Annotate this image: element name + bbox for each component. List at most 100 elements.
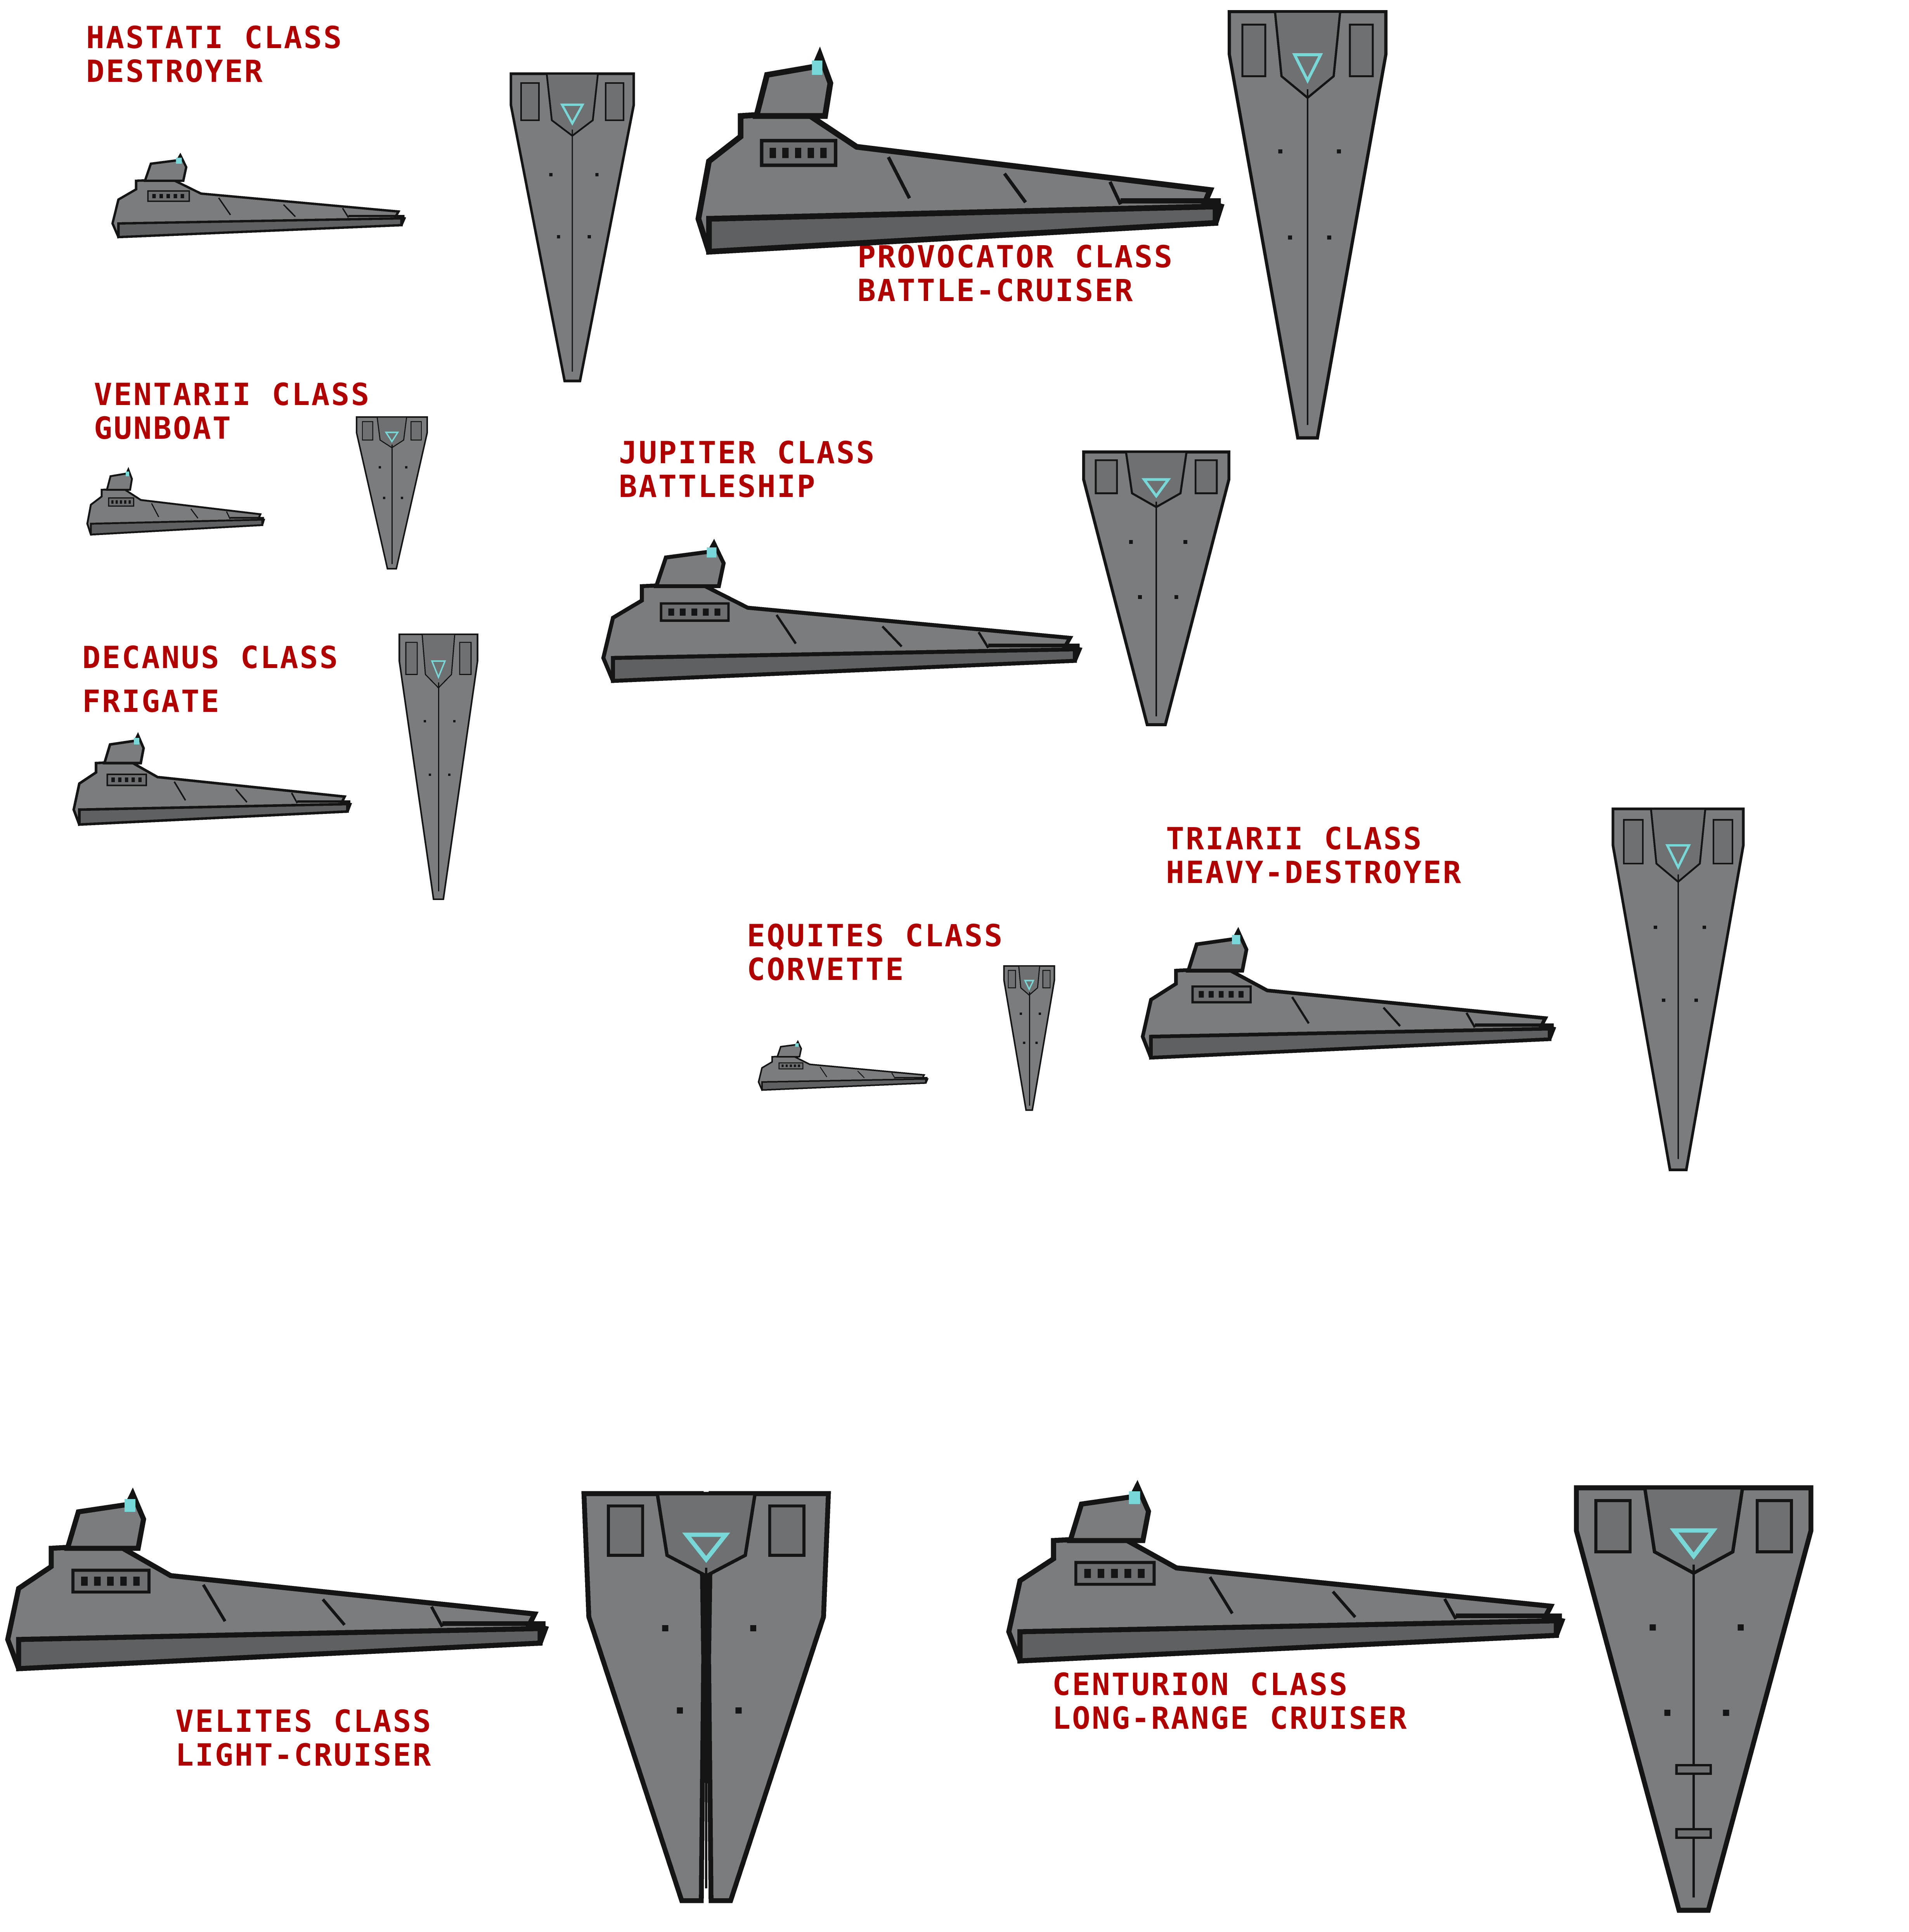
side-panel [411, 421, 422, 441]
accent-light [385, 431, 399, 443]
center-line [705, 1567, 708, 1889]
center-line [1306, 89, 1309, 425]
centurion-label: CENTURION CLASS LONG-RANGE CRUISER [1052, 1668, 1408, 1736]
hull-belt [611, 647, 1077, 683]
window [782, 148, 789, 158]
window [107, 1576, 114, 1586]
equites-side-view [757, 1040, 929, 1091]
engine-line [895, 1077, 928, 1079]
panel-line [1382, 1007, 1401, 1027]
window [125, 777, 128, 782]
window [820, 148, 827, 158]
hardpoint [1703, 925, 1706, 929]
panel-line [1209, 1576, 1234, 1615]
panel-line [190, 508, 199, 519]
window [118, 777, 122, 782]
bridge-light [133, 738, 140, 744]
side-panel [1349, 23, 1374, 78]
equites-ship-type: CORVETTE [747, 952, 905, 988]
center-line [572, 130, 573, 372]
window [138, 777, 142, 782]
bridge-tower [653, 538, 726, 589]
bridge-light [812, 60, 823, 75]
hardpoint [1649, 1624, 1656, 1631]
side-panel [1241, 23, 1266, 78]
engine-line [442, 1621, 546, 1626]
hull-belt [90, 518, 263, 536]
hastati-side-view [111, 152, 406, 239]
side-panel [362, 421, 373, 441]
panel-line [819, 1066, 827, 1077]
window [781, 1065, 784, 1067]
side-panel [1042, 970, 1051, 989]
engine-line [297, 800, 350, 803]
center-line [392, 445, 393, 564]
jupiter-ship-type: BATTLESHIP [619, 469, 817, 505]
hardpoint [1694, 998, 1698, 1002]
keel-bar [1675, 1828, 1712, 1839]
window [180, 194, 184, 199]
ventarii-side-view [86, 467, 265, 536]
decanus-ship-type: FRIGATE [82, 684, 221, 720]
side-panel [1008, 970, 1016, 989]
hastati-top-view [509, 72, 635, 383]
ventarii-class-name: VENTARII CLASS [94, 377, 371, 412]
window [1097, 1568, 1105, 1578]
engine-line [348, 215, 405, 217]
accent-light [1665, 844, 1691, 870]
side-panel [405, 642, 418, 675]
window [668, 608, 674, 616]
center-line [1155, 501, 1157, 717]
side-panel [1594, 1499, 1632, 1553]
panel-line [321, 1598, 346, 1626]
accent-light [1292, 53, 1323, 84]
hardpoint [1327, 235, 1331, 240]
hardpoint [400, 497, 403, 499]
provocator-class-name: PROVOCATOR CLASS [857, 240, 1174, 275]
hardpoint [428, 773, 431, 776]
hardpoint [1288, 235, 1292, 240]
hardpoint [383, 497, 386, 499]
hull-belt [117, 217, 403, 239]
window [173, 194, 177, 199]
bridge-light [1232, 935, 1240, 944]
panel-line [202, 1584, 227, 1622]
center-line [438, 682, 439, 892]
panel-line [291, 792, 298, 804]
center-line [1692, 1565, 1695, 1897]
bridge-tower [102, 732, 145, 765]
window [81, 1576, 88, 1586]
side-panel [768, 1504, 806, 1557]
hastati-class-name: HASTATI CLASS [86, 21, 343, 55]
decanus-class-name: DECANUS CLASS [82, 641, 340, 675]
side-panel [1712, 819, 1734, 865]
centurion-top-view [1574, 1485, 1814, 1913]
equites-label: EQUITES CLASS CORVETTE [747, 919, 1004, 987]
hull-belt [1149, 1027, 1552, 1060]
accent-light [431, 660, 446, 679]
hardpoint [1278, 149, 1282, 154]
window [795, 148, 802, 158]
window [1138, 1568, 1145, 1578]
triarii-class-name: TRIARII CLASS [1166, 822, 1423, 857]
hull-right-wing [706, 1491, 831, 1903]
window [680, 608, 686, 616]
bridge-tower [106, 467, 133, 491]
window [703, 608, 709, 616]
panel-line [218, 197, 231, 216]
window [807, 148, 814, 158]
engine-line [1456, 1613, 1562, 1618]
window [714, 608, 721, 616]
panel-line [1332, 1590, 1356, 1619]
velites-class-name: VELITES CLASS [175, 1704, 433, 1739]
hardpoint [1183, 540, 1187, 544]
window [691, 608, 697, 616]
window [120, 500, 122, 504]
side-panel [1195, 459, 1218, 494]
window [1084, 1568, 1091, 1578]
panel-line [342, 208, 349, 218]
window [132, 777, 135, 782]
hastati-ship-type: DESTROYER [86, 54, 264, 90]
hull-belt [706, 203, 1219, 255]
centurion-class-name: CENTURION CLASS [1052, 1667, 1349, 1702]
